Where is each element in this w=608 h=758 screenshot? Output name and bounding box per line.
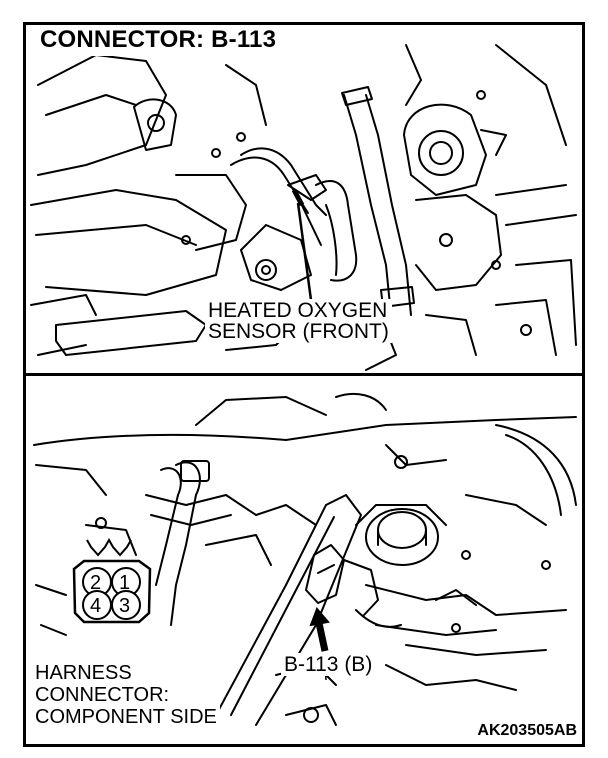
harness-connector-diagram: 2 1 4 3: [72, 537, 152, 624]
callout-line-2: SENSOR (FRONT): [208, 320, 389, 343]
heated-oxygen-sensor-callout: HEATED OXYGEN SENSOR (FRONT): [205, 299, 392, 343]
harness-label-line-2: CONNECTOR:: [35, 684, 170, 706]
connector-arrow-shaft: [315, 622, 329, 652]
pin-label-4: 4: [90, 595, 101, 617]
diagram-frame: 2 1 4 3 CONNECTOR: B-113 HEATED OXYGEN S…: [23, 22, 585, 747]
figure-code: AK203505AB: [474, 722, 580, 740]
harness-connector-label: HARNESS CONNECTOR: COMPONENT SIDE: [32, 661, 220, 729]
sensor-marker: [291, 188, 305, 207]
sensor-leader-line: [296, 202, 313, 301]
connector-title: CONNECTOR: B-113: [38, 26, 281, 56]
pin-label-2: 2: [90, 572, 101, 594]
harness-label-line-1: HARNESS: [35, 662, 132, 684]
top-engine-linework: [30, 44, 577, 371]
engine-illustration: 2 1 4 3: [30, 44, 577, 726]
bottom-engine-linework: [33, 392, 577, 726]
connector-arrow-head: [309, 607, 330, 627]
pin-label-1: 1: [119, 572, 130, 594]
harness-label-line-3: COMPONENT SIDE: [35, 706, 217, 728]
pin-label-3: 3: [119, 595, 130, 617]
panel-divider: [26, 373, 582, 376]
connector-b113-callout: B-113 (B): [281, 653, 376, 676]
callout-line-1: HEATED OXYGEN: [208, 299, 388, 322]
